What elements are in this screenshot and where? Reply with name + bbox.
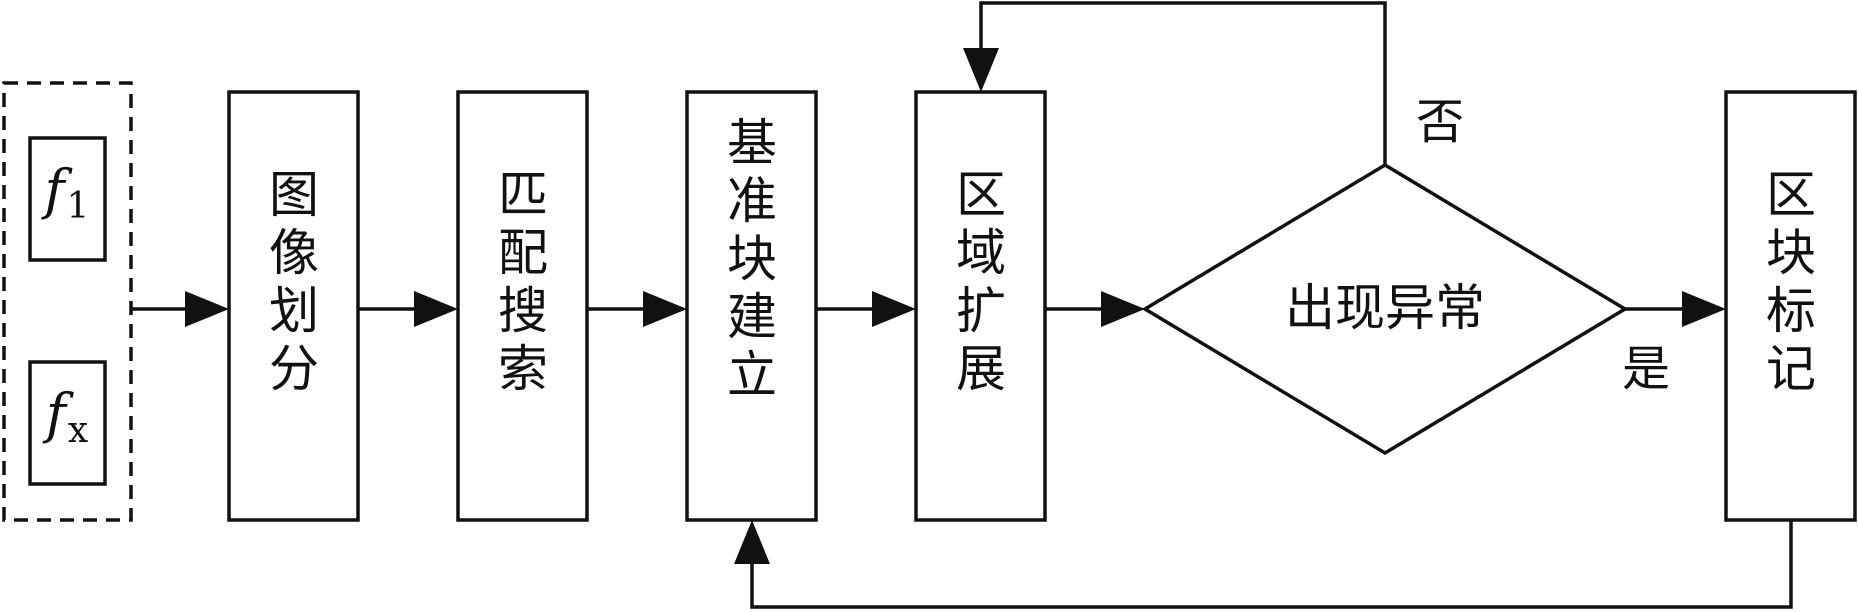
loop-decision-no-to-growth bbox=[979, 1, 1387, 165]
image-partition-label: 图像划分 bbox=[269, 166, 319, 398]
arrowhead-search-to-reference bbox=[643, 291, 687, 327]
arrowhead-partition-to-search bbox=[414, 291, 458, 327]
loop-mark-to-reference bbox=[750, 520, 1793, 609]
block-mark-label: 区块标记 bbox=[1766, 166, 1816, 398]
arrowhead-reference-to-growth bbox=[872, 291, 916, 327]
branch-yes-label: 是 bbox=[1622, 341, 1670, 397]
match-search-box bbox=[456, 90, 589, 522]
reference-block-box bbox=[685, 90, 818, 522]
region-growth-box bbox=[914, 90, 1047, 522]
block-mark-box bbox=[1724, 90, 1857, 522]
input-frames-group: f1 fx bbox=[2, 81, 133, 522]
frame-first-box bbox=[28, 136, 107, 262]
frame-first-label: f1 bbox=[41, 158, 90, 227]
match-search-label: 匹配搜索 bbox=[498, 166, 548, 398]
arrowhead-decision-yes-to-mark bbox=[1682, 291, 1726, 327]
arrowhead-decision-no-to-growth bbox=[963, 48, 999, 92]
input-frames-container bbox=[2, 81, 133, 522]
anomaly-decision-label: 出现异常 bbox=[1285, 279, 1485, 337]
image-partition-box bbox=[227, 90, 360, 522]
branch-no-label: 否 bbox=[1416, 94, 1464, 150]
arrowhead-input-to-partition bbox=[185, 291, 229, 327]
region-growth-label: 区域扩展 bbox=[956, 166, 1006, 398]
frame-last-box bbox=[28, 360, 107, 486]
arrowhead-growth-to-decision bbox=[1101, 291, 1145, 327]
arrowhead-mark-to-reference bbox=[734, 520, 770, 564]
reference-block-label: 基准块建立 bbox=[727, 114, 777, 404]
